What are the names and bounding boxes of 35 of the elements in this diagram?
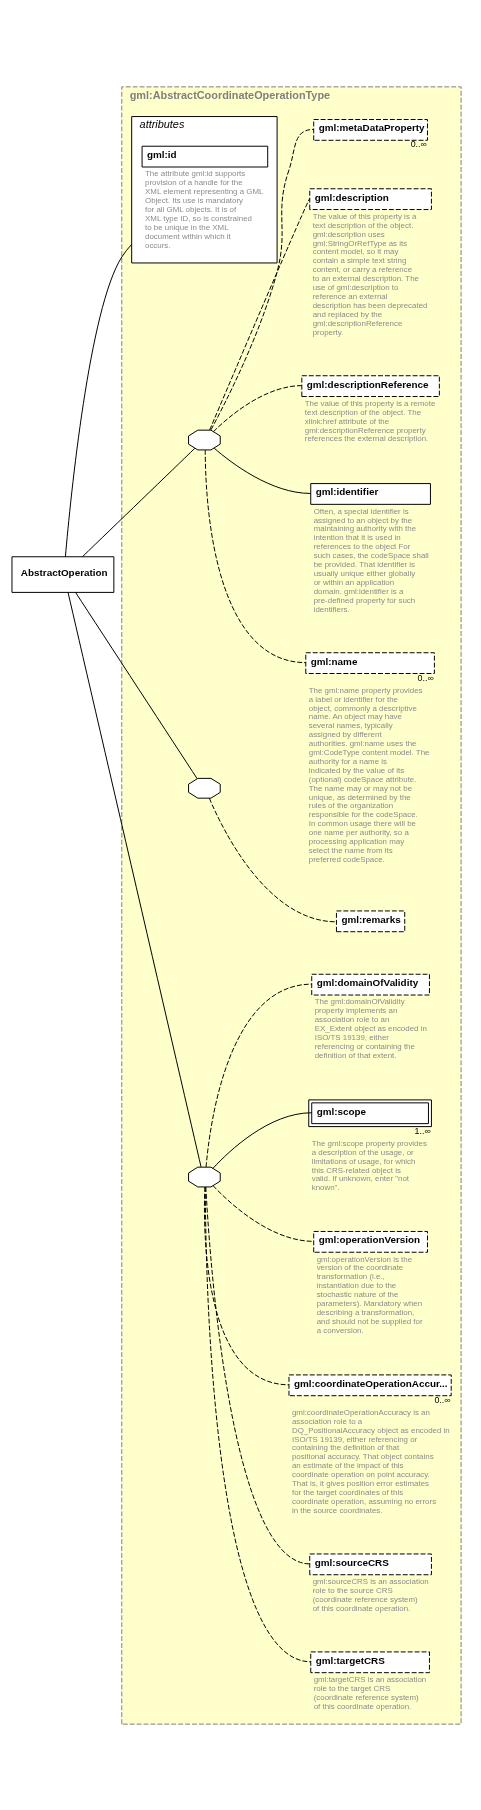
node-label: The value of this property is a text description of the object. gml:description uses gml:StringOrRefType as its content model, so it may contain a simple text string content, or carry a reference to an external description. The use of gml:description to reference an external description has been deprecated and replaced by the gml:descriptionReference property.	[312, 211, 428, 337]
connector	[75, 591, 198, 779]
node-label: 0..∞	[417, 672, 434, 683]
node-label: 0..∞	[410, 138, 427, 149]
connector	[205, 983, 313, 1167]
node-octagon	[188, 1166, 221, 1187]
connector	[204, 1186, 290, 1385]
connector	[205, 1186, 311, 1564]
node-label: The gml:domainOfValidity property implements an association role to an EX_Extent object as encoded in ISO/TS 19139, either referencing or containing the definition of that extent.	[314, 996, 427, 1060]
connector	[208, 797, 337, 922]
node-label: gml:sourceCRS is an association role to the source CRS (coordinate reference system) of this coordinate operation.	[312, 1576, 429, 1613]
node-label: The attribute gml:id supports provision of a handle for the XML element representing a GML Object. Its use is mandatory for all GML objects. It is of XML type ID, so is constrained to be unique in the XML document within which it occurs.	[145, 168, 264, 250]
node-label: 0..∞	[434, 1394, 451, 1405]
node-label: The gml:name property provides a label or identifier for the object, commonly a descriptive name. An object may have several names, typically assigned by different authorities. gml:name uses the gml:CodeType content model. The authority for a name is indicated by the value of its (optional) codeSpace attribute. The name may or may not be unique, as determined by the rules of the organization responsible for the codeSpace. In common usage there will be one name per authority, so a processing application may select the name from its preferred codeSpace.	[308, 685, 430, 864]
connector	[64, 243, 133, 557]
connector	[81, 447, 196, 557]
node-label: Often, a special identifier is assigned to an object by the maintaining authority with the intention that it is used in references to the object For such cases, the codeSpace shall be provided. That identifier is usually unique either globally or within an application domain. gml:identifier is a pre-defined property for such identifiers.	[313, 506, 429, 614]
connector	[213, 384, 303, 432]
connector	[213, 447, 312, 494]
node-octagon	[188, 429, 221, 450]
connector	[204, 449, 307, 663]
node-box: AbstractOperation	[11, 555, 115, 593]
node-label: The gml:scope property provides a description of the usage, or limitations of usage, for which this CRS-related object is valid. If unknown, enter "not known".	[311, 1138, 427, 1192]
node-label: gml:coordinateOperationAccuracy is an association role to a DQ_PositionalAccuracy object as encoded in ISO/TS 19139, either referencing or containing the definition of that positional accuracy. That object contains an estimate of the impact of this coordinate operation on point accuracy. That is, it gives position error estimates for the target coordinates of this coordinate operation, assuming no errors in the source coordinates.	[291, 1407, 450, 1515]
node-label: gml:operationVersion is the version of the coordinate transformation (i.e., instantiation due to the stochastic nature of the parameters). Mandatory when describing a transformation, and should not be supplied for a conversion.	[316, 1254, 423, 1335]
connector	[212, 1184, 315, 1242]
connector	[204, 1186, 312, 1662]
connector	[209, 197, 311, 430]
connector	[67, 591, 202, 1167]
node-octagon	[188, 777, 221, 799]
node-label: The value of this property is a remote text description of the object. The xlink:href attribute of the gml:descriptionReference property references the external description.	[304, 398, 436, 443]
node-label: 1..∞	[414, 1125, 431, 1136]
connector	[212, 1111, 313, 1169]
node-label: gml:targetCRS is an association role to the target CRS (coordinate reference system) of this coordinate operation.	[313, 1674, 427, 1711]
connector	[210, 128, 315, 430]
